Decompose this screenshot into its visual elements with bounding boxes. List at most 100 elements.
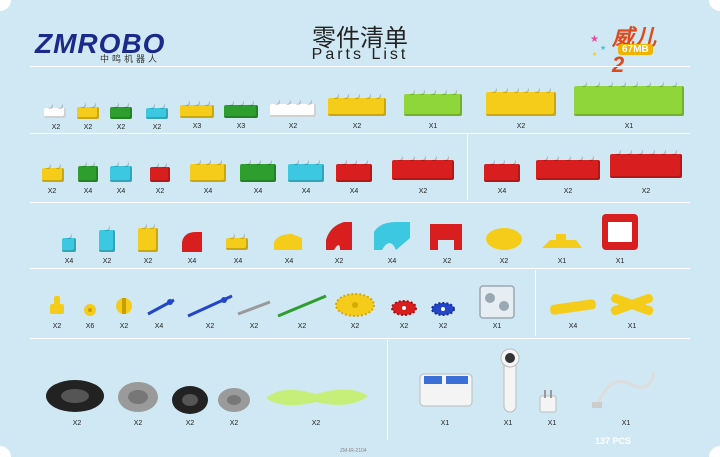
quantity-label: X2 xyxy=(563,188,573,195)
quantity-label: X2 xyxy=(229,420,239,427)
brick-2x4-yellow xyxy=(190,164,226,182)
row-divider xyxy=(30,268,690,269)
plate-4x6-yellow xyxy=(328,98,386,116)
motor-module xyxy=(419,373,473,407)
corner-notch xyxy=(709,446,720,457)
quantity-label: X2 xyxy=(311,420,321,427)
axle-blue-long xyxy=(187,294,233,318)
corner-notch xyxy=(0,446,11,457)
quantity-label: X2 xyxy=(334,258,344,265)
sheet-code: ZM-IR-2104 xyxy=(340,448,367,454)
brick-2x2-yellow xyxy=(42,168,64,182)
brick-2x2-green xyxy=(110,107,132,119)
column-divider xyxy=(535,270,536,336)
quantity-label: X2 xyxy=(152,124,162,131)
brick-2x2-cyan xyxy=(110,166,132,182)
quantity-label: X1 xyxy=(557,258,567,265)
gear-red xyxy=(391,300,417,316)
connector-yellow xyxy=(116,298,132,314)
column-divider xyxy=(387,340,388,440)
row-divider xyxy=(30,338,690,339)
quantity-label: X1 xyxy=(615,258,625,265)
quantity-label: X4 xyxy=(187,258,197,265)
quantity-label: X1 xyxy=(428,123,438,130)
gearbox-transparent xyxy=(479,285,515,319)
quantity-label: X2 xyxy=(72,420,82,427)
brand-logo: ZMROBO xyxy=(35,28,166,59)
brick-dotted-yellow xyxy=(138,228,158,252)
quantity-label: X1 xyxy=(492,323,502,330)
axle-grey xyxy=(237,300,271,316)
quantity-label: X2 xyxy=(83,124,93,131)
svg-text:★: ★ xyxy=(592,51,597,58)
quantity-label: X4 xyxy=(154,323,164,330)
quantity-label: X4 xyxy=(349,188,359,195)
rubber-band-lime xyxy=(266,389,368,406)
quantity-label: X2 xyxy=(102,258,112,265)
corner-notch xyxy=(709,0,720,11)
quantity-label: X2 xyxy=(641,188,651,195)
round-brick-yellow xyxy=(486,228,522,250)
brick-2x4-green xyxy=(240,164,276,182)
total-pieces: 137 PCS xyxy=(595,436,632,446)
quantity-label: X2 xyxy=(418,188,428,195)
quantity-label: X1 xyxy=(627,323,637,330)
quantity-label: X4 xyxy=(83,188,93,195)
quantity-label: X4 xyxy=(253,188,263,195)
corner-notch xyxy=(0,0,11,11)
cross-beam-yellow xyxy=(610,293,654,316)
quantity-label: X4 xyxy=(233,258,243,265)
product-badge: ★ ★ ★ 威儿2 67MB xyxy=(590,20,664,77)
brick-2x8-red xyxy=(610,154,682,178)
quantity-label: X1 xyxy=(547,420,557,427)
window-frame-red xyxy=(602,214,638,250)
power-adapter xyxy=(539,390,557,413)
arch-brick-red xyxy=(430,224,462,250)
quantity-label: X4 xyxy=(116,188,126,195)
brick-printed-yellow xyxy=(226,238,248,250)
controller-pen xyxy=(500,348,520,413)
wheel-hub-small-grey xyxy=(218,388,250,412)
plate-2x4-green xyxy=(224,105,258,118)
svg-text:★: ★ xyxy=(590,34,599,45)
quantity-label: X2 xyxy=(47,188,57,195)
row-divider xyxy=(30,66,690,67)
quantity-label: X2 xyxy=(116,124,126,131)
brick-2x2-red xyxy=(150,167,170,182)
title-english: Parts List xyxy=(311,46,409,63)
wheel-hub-grey xyxy=(118,382,158,412)
quantity-label: X1 xyxy=(503,420,513,427)
quantity-label: X1 xyxy=(621,420,631,427)
gear-large-yellow xyxy=(335,293,375,317)
quantity-label: X3 xyxy=(236,123,246,130)
title-chinese: 零件清单 xyxy=(312,25,408,52)
quantity-label: X2 xyxy=(352,123,362,130)
quantity-label: X2 xyxy=(51,124,61,131)
brick-2x2-yellow xyxy=(77,107,99,119)
quantity-label: X2 xyxy=(350,323,360,330)
quantity-label: X2 xyxy=(399,323,409,330)
quantity-label: X4 xyxy=(64,258,74,265)
quantity-label: X2 xyxy=(143,258,153,265)
arch-brick-cyan xyxy=(374,222,410,250)
brick-2x4-cyan xyxy=(288,164,324,182)
slope-brick-red xyxy=(182,232,202,252)
quantity-label: X2 xyxy=(288,123,298,130)
quantity-label: X4 xyxy=(203,188,213,195)
curved-brick-yellow xyxy=(274,234,302,250)
row-divider xyxy=(30,133,690,134)
brick-2x2-green xyxy=(78,166,98,182)
brick-1x1-cyan xyxy=(62,238,76,252)
quantity-label: X2 xyxy=(52,323,62,330)
quantity-label: X2 xyxy=(185,420,195,427)
brick-2x4-red xyxy=(336,164,372,182)
quantity-label: X2 xyxy=(516,123,526,130)
baseplate-lime xyxy=(574,86,684,116)
crank-part-yellow xyxy=(50,296,64,314)
brick-1x2-white xyxy=(44,108,66,118)
brick-2x2-cyan xyxy=(146,108,168,119)
tire-small-black xyxy=(172,386,208,414)
brand-subtitle: 中鸣机器人 xyxy=(100,54,161,64)
bracket-plate-yellow xyxy=(542,234,582,248)
